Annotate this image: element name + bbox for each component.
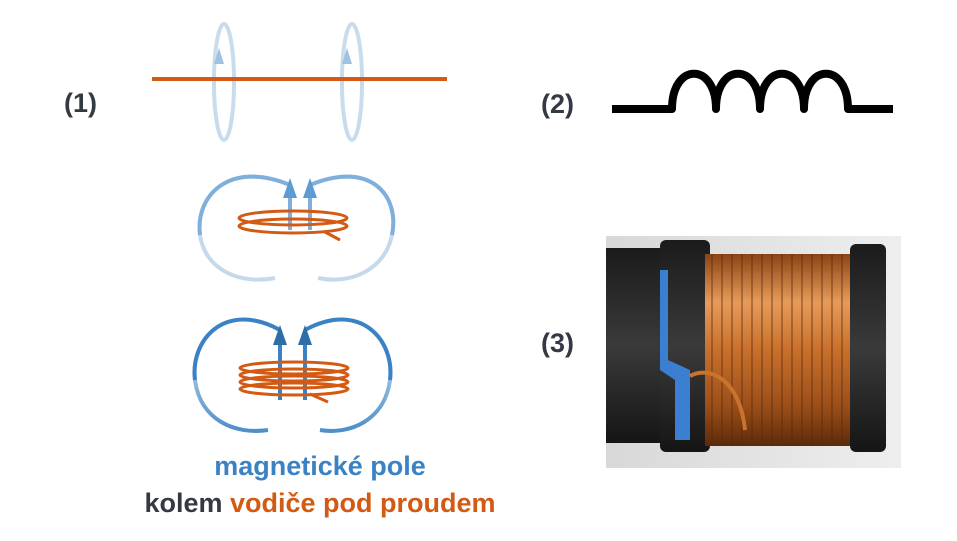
caption-conductor: vodiče pod proudem: [230, 488, 496, 518]
caption-field-text: magnetické pole: [214, 451, 426, 481]
inductor-photo-icon: [606, 236, 901, 468]
inductor-symbol-icon: [612, 69, 893, 113]
label-three: (3): [541, 328, 574, 358]
label-two: (2): [541, 89, 574, 119]
caption-kolem: kolem: [144, 488, 223, 518]
caption-line-1: magnetické pole: [60, 451, 580, 482]
coil-icon: [192, 317, 393, 433]
straight-wire-icon: [152, 22, 447, 142]
caption-line-2: kolem vodiče pod proudem: [60, 488, 580, 519]
single-loop-icon: [197, 174, 396, 282]
label-one: (1): [64, 88, 97, 118]
